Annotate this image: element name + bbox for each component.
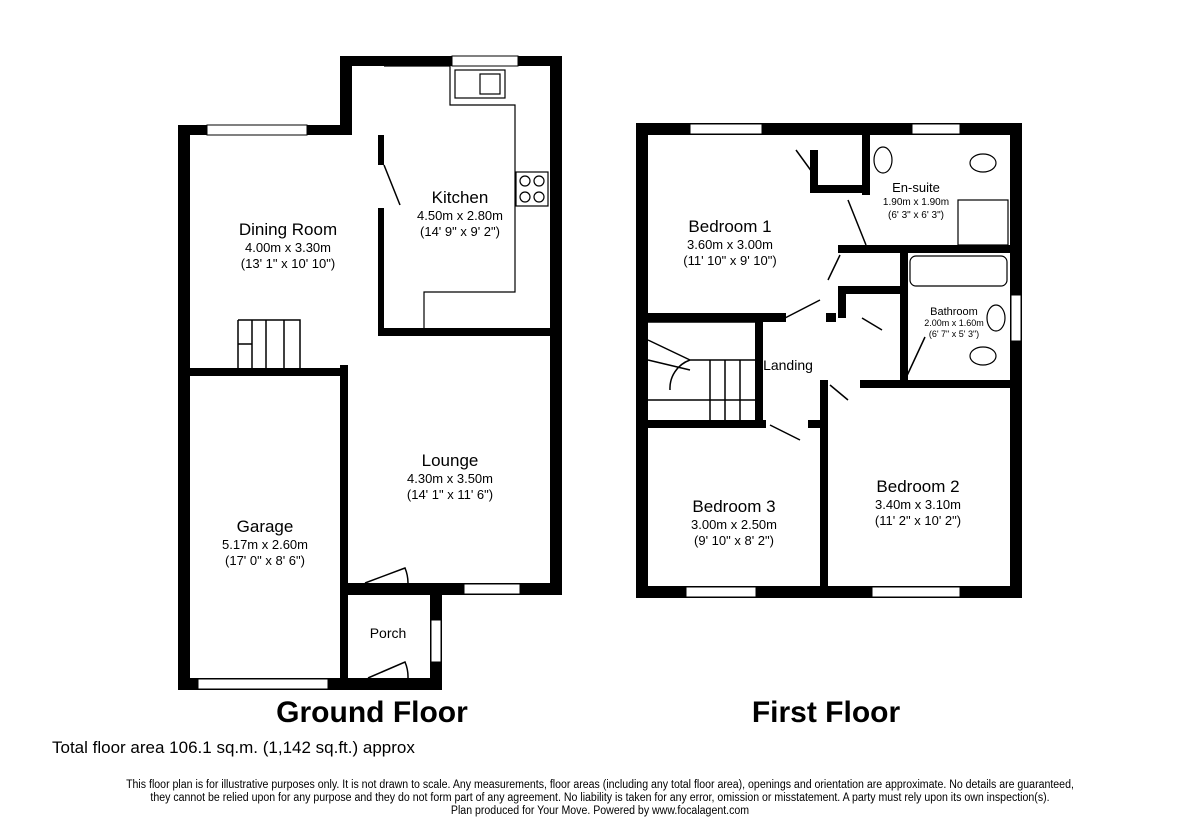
svg-text:3.60m x 3.00m: 3.60m x 3.00m <box>687 237 773 252</box>
disclaimer-line: This floor plan is for illustrative purp… <box>126 779 1074 791</box>
svg-text:4.30m x 3.50m: 4.30m x 3.50m <box>407 471 493 486</box>
first-floor-plan <box>636 123 1022 598</box>
ground-floor-plan <box>178 55 562 690</box>
disclaimer-line: they cannot be relied upon for any purpo… <box>150 792 1050 804</box>
svg-text:Bathroom: Bathroom <box>930 306 978 318</box>
svg-text:3.40m x 3.10m: 3.40m x 3.10m <box>875 497 961 512</box>
disclaimer: This floor plan is for illustrative purp… <box>48 779 1152 818</box>
room-dining-label: Dining Room 4.00m x 3.30m (13' 1" x 10' … <box>239 220 337 271</box>
svg-text:Bedroom 3: Bedroom 3 <box>692 497 775 516</box>
room-landing-label: Landing <box>763 357 813 373</box>
svg-text:2.00m x 1.60m: 2.00m x 1.60m <box>924 318 984 328</box>
svg-text:Garage: Garage <box>237 517 294 536</box>
svg-text:(14' 1" x 11' 6"): (14' 1" x 11' 6") <box>407 487 493 502</box>
svg-text:Bedroom 1: Bedroom 1 <box>688 217 771 236</box>
svg-text:(11' 2" x 10' 2"): (11' 2" x 10' 2") <box>875 513 961 528</box>
svg-text:Lounge: Lounge <box>422 451 479 470</box>
room-bathroom-label: Bathroom 2.00m x 1.60m (6' 7" x 5' 3") <box>924 306 984 339</box>
svg-text:(17' 0" x 8' 6"): (17' 0" x 8' 6") <box>225 553 305 568</box>
svg-text:(9' 10" x 8' 2"): (9' 10" x 8' 2") <box>694 533 774 548</box>
svg-text:4.50m x 2.80m: 4.50m x 2.80m <box>417 208 503 223</box>
room-porch-label: Porch <box>370 625 407 641</box>
svg-text:3.00m x 2.50m: 3.00m x 2.50m <box>691 517 777 532</box>
svg-text:Dining Room: Dining Room <box>239 220 337 239</box>
ground-floor-title: Ground Floor <box>276 696 468 729</box>
room-bedroom1-label: Bedroom 1 3.60m x 3.00m (11' 10" x 9' 10… <box>683 217 776 268</box>
svg-text:5.17m x 2.60m: 5.17m x 2.60m <box>222 537 308 552</box>
total-floor-area: Total floor area 106.1 sq.m. (1,142 sq.f… <box>52 738 415 757</box>
svg-text:En-suite: En-suite <box>892 180 940 195</box>
svg-text:Bedroom 2: Bedroom 2 <box>876 477 959 496</box>
room-ensuite-label: En-suite 1.90m x 1.90m (6' 3" x 6' 3") <box>883 180 949 221</box>
room-lounge-label: Lounge 4.30m x 3.50m (14' 1" x 11' 6") <box>407 451 493 502</box>
room-kitchen-label: Kitchen 4.50m x 2.80m (14' 9" x 9' 2") <box>417 188 503 239</box>
svg-text:1.90m x 1.90m: 1.90m x 1.90m <box>883 197 949 208</box>
svg-text:(11' 10" x 9' 10"): (11' 10" x 9' 10") <box>683 253 776 268</box>
room-garage-label: Garage 5.17m x 2.60m (17' 0" x 8' 6") <box>222 517 308 568</box>
first-floor-title: First Floor <box>752 696 901 729</box>
svg-text:(14' 9" x 9' 2"): (14' 9" x 9' 2") <box>420 224 500 239</box>
svg-text:4.00m x 3.30m: 4.00m x 3.30m <box>245 240 331 255</box>
svg-text:(6' 3" x 6' 3"): (6' 3" x 6' 3") <box>888 210 944 221</box>
room-bedroom3-label: Bedroom 3 3.00m x 2.50m (9' 10" x 8' 2") <box>691 497 777 548</box>
disclaimer-line: Plan produced for Your Move. Powered by … <box>450 805 750 817</box>
room-bedroom2-label: Bedroom 2 3.40m x 3.10m (11' 2" x 10' 2"… <box>875 477 961 528</box>
svg-text:Kitchen: Kitchen <box>432 188 489 207</box>
svg-text:(13' 1" x 10' 10"): (13' 1" x 10' 10") <box>241 256 335 271</box>
svg-text:(6' 7" x 5' 3"): (6' 7" x 5' 3") <box>929 329 979 339</box>
